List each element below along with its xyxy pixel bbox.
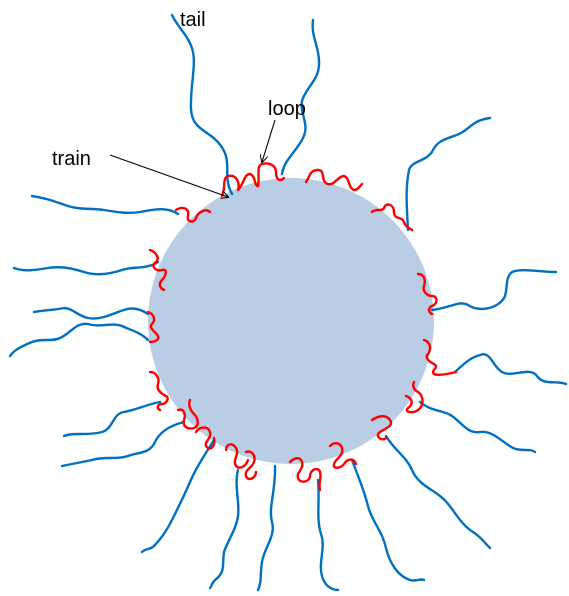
tail-chain xyxy=(210,470,238,588)
train-label: train xyxy=(52,149,91,169)
tail-chain xyxy=(386,436,490,548)
tail-chain xyxy=(420,402,535,452)
tail-chain xyxy=(455,354,566,384)
train-pointer-arrow xyxy=(110,155,228,197)
tail-chain xyxy=(318,480,338,590)
tail-chain xyxy=(34,308,148,319)
tail-chain xyxy=(64,402,160,436)
tail-chain xyxy=(14,262,158,274)
tail-chain xyxy=(258,466,275,590)
tail-chain xyxy=(62,422,184,466)
tail-chain xyxy=(32,196,178,214)
tail-chain xyxy=(142,440,214,552)
tail-chain xyxy=(10,324,148,356)
tail-chain xyxy=(407,118,490,230)
tail-label: tail xyxy=(180,10,206,30)
tail-chain xyxy=(282,20,319,174)
tail-chain xyxy=(352,460,424,581)
loop-pointer-arrow xyxy=(262,120,275,162)
tail-chain xyxy=(172,15,232,194)
loop-label: loop xyxy=(268,99,306,119)
tail-chain xyxy=(432,270,556,310)
